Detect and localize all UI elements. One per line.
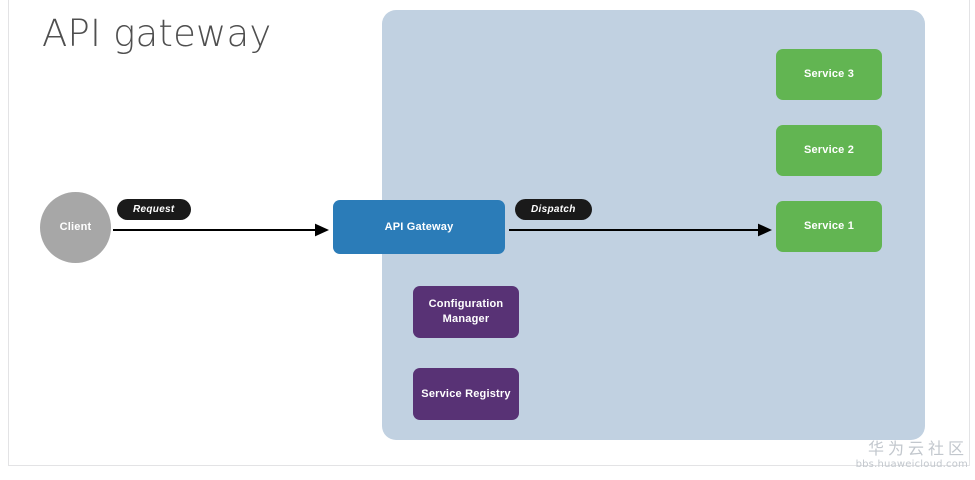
node-api-gateway-label: API Gateway [384, 220, 454, 233]
page-title: API gateway [42, 12, 272, 55]
frame-left-border [8, 0, 9, 466]
node-service-1-label: Service 1 [803, 220, 855, 233]
node-configuration-manager[interactable]: Configuration Manager [413, 286, 519, 338]
config-label-line2: Manager [442, 313, 490, 325]
node-service-2-label: Service 2 [803, 144, 855, 157]
node-client[interactable]: Client [40, 192, 111, 263]
config-label-line1: Configuration [428, 298, 504, 311]
edge-label-request: Request [117, 199, 191, 220]
node-service-3[interactable]: Service 3 [776, 49, 882, 100]
node-service-3-label: Service 3 [803, 68, 855, 81]
node-client-label: Client [59, 221, 92, 234]
watermark-brand: 华为云社区 [867, 439, 968, 458]
node-service-1[interactable]: Service 1 [776, 201, 882, 252]
watermark-url: bbs.huaweicloud.com [855, 458, 968, 470]
node-configuration-manager-label: Configuration Manager [429, 297, 504, 327]
node-service-registry[interactable]: Service Registry [413, 368, 519, 420]
node-api-gateway[interactable]: API Gateway [333, 200, 505, 254]
node-service-registry-label: Service Registry [421, 387, 511, 400]
watermark: 华为云社区 bbs.huaweicloud.com [840, 440, 968, 470]
frame-right-border [969, 0, 970, 466]
edge-label-dispatch: Dispatch [515, 199, 592, 220]
frame-bottom-border [8, 465, 970, 466]
node-service-2[interactable]: Service 2 [776, 125, 882, 176]
